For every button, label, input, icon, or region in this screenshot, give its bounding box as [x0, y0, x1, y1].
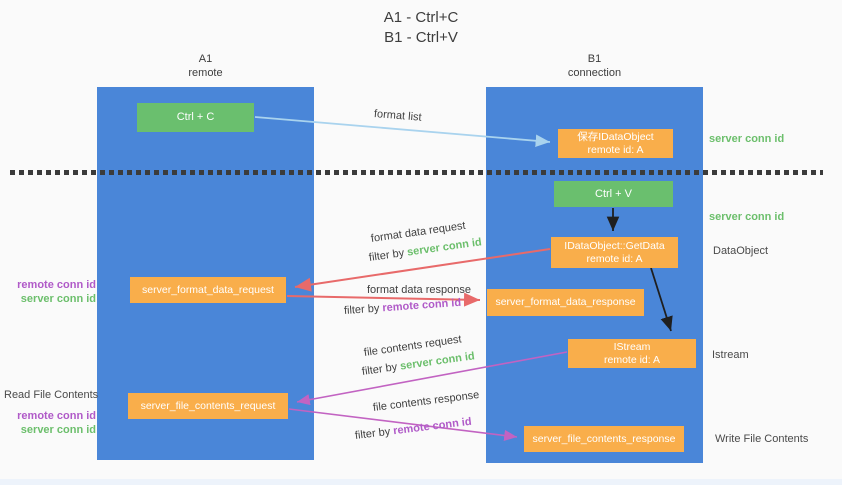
getdata-line2: remote id: A [586, 252, 643, 265]
dataobject-label: DataObject [713, 245, 769, 257]
diagram-title: A1 - Ctrl+C B1 - Ctrl+V [0, 8, 842, 48]
read-file-contents-label: Read File Contents [4, 389, 99, 401]
remote-conn-id-filter-2: remote conn id [382, 296, 462, 315]
format-data-response-filter: filter by remote conn id [344, 297, 462, 317]
lane-b1-subtitle: connection [567, 67, 622, 79]
file-response-label: server_file_contents_response [532, 432, 676, 445]
filter-by-text-3: filter by [361, 361, 398, 378]
server-file-contents-request-box: server_file_contents_request [128, 393, 288, 419]
machine-boundary-dotted-line [10, 170, 823, 175]
ctrl-c-label: Ctrl + C [176, 111, 215, 123]
format-request-label: server_format_data_request [142, 283, 274, 296]
filter-by-text-1: filter by [368, 247, 405, 264]
lane-b1-name: B1 [587, 53, 602, 65]
left-conn-ids-1: remote conn id server conn id [4, 279, 96, 306]
remote-conn-id-filter-4: remote conn id [392, 415, 473, 438]
server-conn-id-top-right: server conn id [709, 133, 785, 145]
save-dataobject-line1: 保存IDataObject [577, 130, 654, 143]
format-response-label: server_format_data_response [495, 296, 636, 308]
title-line-1: A1 - Ctrl+C [383, 9, 459, 26]
format-data-response-label: format data response [367, 284, 471, 296]
server-format-data-request-box: server_format_data_request [130, 277, 286, 303]
server-conn-id-left-1: server conn id [20, 292, 96, 305]
bottom-strip [0, 479, 842, 485]
file-contents-response-filter: filter by remote conn id [354, 416, 472, 442]
istream-line2: remote id: A [603, 353, 661, 366]
istream-side-label: Istream [712, 349, 749, 361]
ctrl-c-box: Ctrl + C [137, 103, 254, 132]
server-conn-id-left-2: server conn id [20, 423, 96, 436]
istream-box: IStream remote id: A [568, 339, 696, 368]
server-file-contents-response-box: server_file_contents_response [524, 426, 684, 452]
write-file-contents-label: Write File Contents [715, 433, 809, 445]
ctrl-v-box: Ctrl + V [554, 181, 673, 207]
server-conn-id-filter-1: server conn id [406, 236, 483, 259]
server-format-data-response-box: server_format_data_response [487, 289, 644, 316]
remote-conn-id-left-1: remote conn id [17, 279, 96, 291]
getdata-box: IDataObject::GetData remote id: A [551, 237, 678, 268]
getdata-line1: IDataObject::GetData [564, 239, 665, 252]
file-contents-response-label: file contents response [372, 389, 480, 414]
lane-header-b1: B1 connection [486, 52, 703, 80]
left-conn-ids-2: remote conn id server conn id [4, 410, 96, 437]
filter-by-text-2: filter by [343, 302, 380, 317]
lane-a1-name: A1 [198, 53, 213, 65]
filter-by-text-4: filter by [354, 425, 391, 442]
lane-a1-subtitle: remote [188, 67, 223, 79]
remote-conn-id-left-2: remote conn id [17, 410, 96, 422]
save-dataobject-box: 保存IDataObject remote id: A [558, 129, 673, 158]
ctrl-v-label: Ctrl + V [595, 187, 632, 200]
title-line-2: B1 - Ctrl+V [384, 29, 458, 46]
lane-header-a1: A1 remote [97, 52, 314, 80]
format-list-label: format list [373, 108, 423, 124]
server-conn-id-filter-3: server conn id [399, 350, 476, 373]
file-request-label: server_file_contents_request [140, 399, 276, 412]
istream-line1: IStream [613, 340, 651, 353]
save-dataobject-line2: remote id: A [587, 143, 644, 156]
server-conn-id-mid-right: server conn id [709, 211, 785, 223]
